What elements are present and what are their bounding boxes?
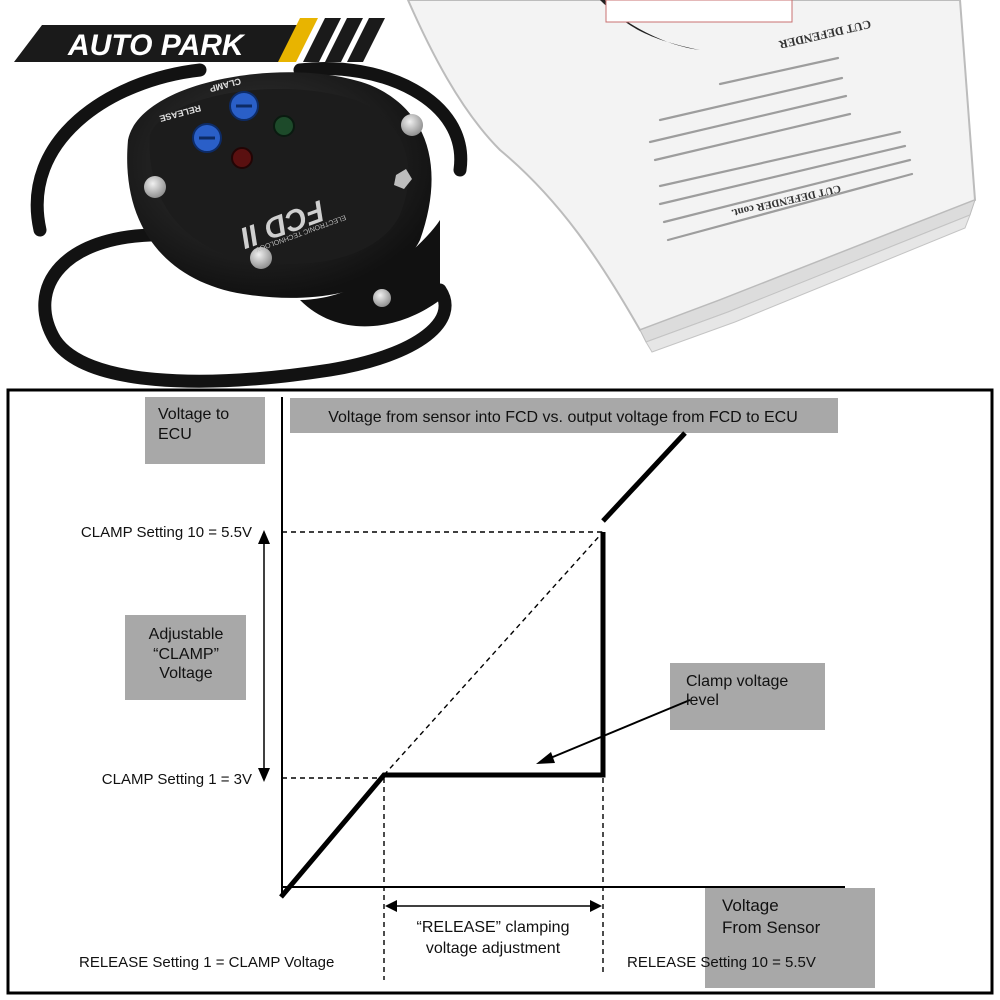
screw-icon bbox=[250, 247, 272, 269]
adjustable-label-line1: Adjustable bbox=[149, 626, 224, 643]
auto-park-logo: AUTO PARK bbox=[14, 18, 385, 62]
fcd-device: FCD II ELECTRONIC TECHNOLOGY CLAMP RELEA… bbox=[127, 72, 432, 307]
release-high-label: RELEASE Setting 10 = 5.5V bbox=[627, 954, 816, 971]
release-low-label: RELEASE Setting 1 = CLAMP Voltage bbox=[79, 954, 334, 971]
arrow-right-icon bbox=[590, 900, 602, 912]
product-photo: FCD II ELECTRONIC TECHNOLOGY CLAMP RELEA… bbox=[14, 0, 977, 388]
logo-text: AUTO PARK bbox=[67, 29, 246, 62]
release-adjust-label-line2: voltage adjustment bbox=[426, 940, 561, 957]
clamp-level-label-line1: Clamp voltage bbox=[686, 673, 788, 690]
clamp-level-label-box bbox=[670, 663, 825, 730]
y-axis-label-line1: Voltage to bbox=[158, 406, 229, 423]
x-axis-label-line1: Voltage bbox=[722, 896, 779, 915]
x-axis-label-box bbox=[705, 888, 875, 988]
red-led-icon bbox=[231, 147, 253, 169]
adjustable-label-line2: “CLAMP” bbox=[153, 646, 219, 663]
green-led-icon bbox=[273, 115, 295, 137]
screw-icon bbox=[373, 289, 391, 307]
voltage-diagram: Voltage from sensor into FCD vs. output … bbox=[6, 388, 994, 995]
arrow-up-icon bbox=[258, 530, 270, 544]
diagram-title: Voltage from sensor into FCD vs. output … bbox=[328, 409, 798, 426]
x-axis-label-line2: From Sensor bbox=[722, 918, 821, 937]
title-box bbox=[290, 398, 838, 433]
pointer-arrowhead-icon bbox=[536, 752, 555, 764]
output-voltage-curve bbox=[279, 532, 606, 899]
clamp-level-pointer bbox=[547, 699, 691, 760]
brand-mark-icon bbox=[394, 169, 412, 189]
screw-icon bbox=[401, 114, 423, 136]
clamp-level-label-line2: level bbox=[686, 692, 719, 709]
unclamped-diagonal bbox=[383, 531, 604, 776]
clamp-low-label: CLAMP Setting 1 = 3V bbox=[102, 771, 252, 788]
cable-grommet bbox=[300, 220, 440, 327]
screw-icon bbox=[144, 176, 166, 198]
release-adjust-label-line1: “RELEASE” clamping bbox=[417, 919, 570, 936]
arrow-down-icon bbox=[258, 768, 270, 782]
clamp-high-label: CLAMP Setting 10 = 5.5V bbox=[81, 524, 252, 541]
adjustable-label-line3: Voltage bbox=[159, 665, 212, 682]
device-cable bbox=[30, 62, 468, 388]
instruction-manual: CUT DEFENDER CUT DEFENDER cont. bbox=[406, 0, 977, 353]
y-axis-label-line2: ECU bbox=[158, 426, 192, 443]
y-axis-label-box bbox=[145, 397, 265, 464]
arrow-left-icon bbox=[385, 900, 397, 912]
output-voltage-curve-upper bbox=[601, 431, 687, 523]
adjustable-label-box bbox=[125, 615, 246, 700]
